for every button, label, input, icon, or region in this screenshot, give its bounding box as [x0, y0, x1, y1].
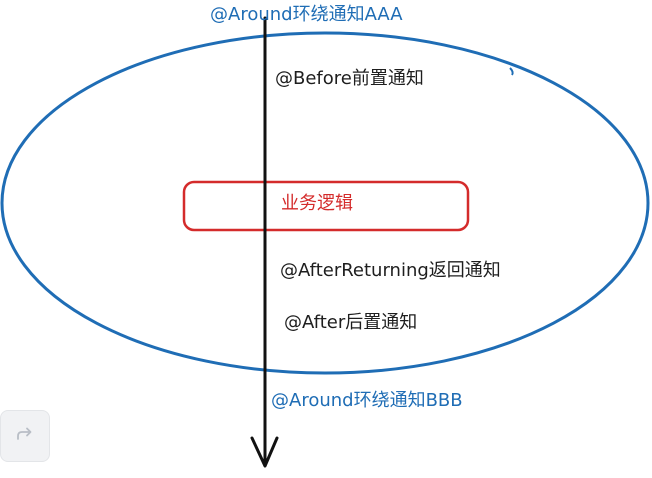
around-scope-ellipse: [0, 31, 650, 375]
before-advice-label: @Before前置通知: [275, 68, 424, 89]
share-button[interactable]: [0, 410, 50, 462]
ellipse-sketch-tick: [509, 67, 514, 76]
around-advice-bottom-label: @Around环绕通知BBB: [271, 390, 463, 411]
share-arrow-icon: [15, 426, 35, 446]
after-advice-label: @After后置通知: [284, 312, 418, 333]
around-advice-top-label: @Around环绕通知AAA: [210, 4, 403, 25]
business-logic-label: 业务逻辑: [281, 193, 353, 214]
flow-arrow-head: [250, 436, 279, 468]
business-logic-box: [182, 180, 470, 232]
after-returning-advice-label: @AfterReturning返回通知: [280, 260, 501, 281]
